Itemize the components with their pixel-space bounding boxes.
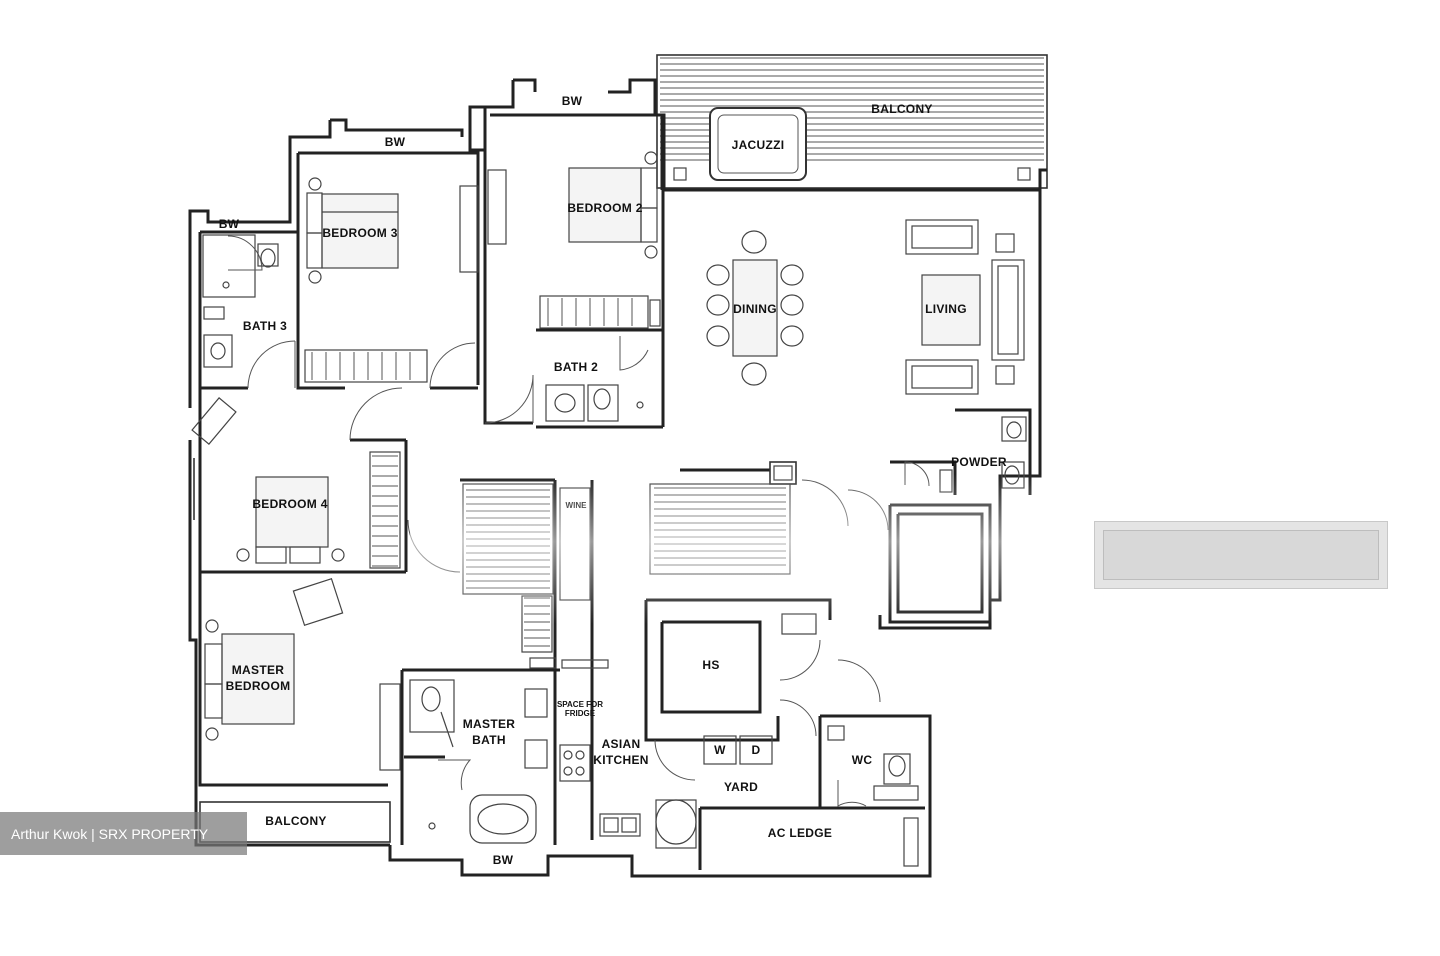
bath3-label: BATH 3 <box>243 319 287 333</box>
dining-label: DINING <box>733 302 777 316</box>
bedroom4-label: BEDROOM 4 <box>252 497 327 511</box>
kitchen-fixtures <box>521 487 641 837</box>
dining-furniture <box>706 230 804 386</box>
balcony-label-top: BALCONY <box>871 102 932 116</box>
fridge-label-2: FRIDGE <box>565 709 596 718</box>
top-balcony <box>656 54 1048 189</box>
watermark-text: Arthur Kwok | SRX PROPERTY <box>11 825 209 842</box>
yard-label: YARD <box>724 780 758 794</box>
asian-kitchen-label-1: ASIAN <box>602 737 641 751</box>
bw-label-top: BW <box>562 94 583 108</box>
bath2-fixtures <box>545 336 649 422</box>
master-bath-label-2: BATH <box>472 733 506 747</box>
master-bedroom-label-2: BEDROOM <box>226 679 291 693</box>
master-bedroom-label-1: MASTER <box>232 663 284 677</box>
balcony-label-bottom: BALCONY <box>265 814 326 828</box>
ac-ledge-label: AC LEDGE <box>768 826 832 840</box>
hs-label: HS <box>702 658 719 672</box>
bath2-label: BATH 2 <box>554 360 598 374</box>
living-furniture <box>905 219 1025 395</box>
master-bedroom-furniture <box>199 577 401 843</box>
bedroom4-furniture <box>191 396 401 569</box>
wc-label: WC <box>852 753 873 767</box>
powder-label: POWDER <box>951 455 1007 469</box>
bath3-fixtures <box>202 234 279 368</box>
jacuzzi-label: JACUZZI <box>732 138 785 152</box>
d-label: D <box>752 743 761 757</box>
blurred-stamp-inner <box>1103 530 1379 580</box>
master-bath-fixtures <box>404 679 548 844</box>
bw-label-bedroom3: BW <box>385 135 406 149</box>
asian-kitchen-label-2: KITCHEN <box>593 753 648 767</box>
master-bath-label-1: MASTER <box>463 717 515 731</box>
stair-area <box>462 483 791 595</box>
bedroom2-label: BEDROOM 2 <box>567 201 642 215</box>
bedroom2-furniture <box>487 151 661 329</box>
bedroom3-label: BEDROOM 3 <box>322 226 397 240</box>
bw-label-bath3: BW <box>219 217 240 231</box>
blurred-stamp <box>1094 521 1388 589</box>
bw-label-master-bath: BW <box>493 853 514 867</box>
outer-walls <box>188 78 1047 878</box>
fridge-label-1: SPACE FOR <box>557 700 603 709</box>
room-labels: BW BW BW BW BALCONY JACUZZI BEDROOM 3 BE… <box>219 94 1007 867</box>
bedroom3-furniture <box>304 177 479 383</box>
watermark: Arthur Kwok | SRX PROPERTY <box>0 812 247 855</box>
w-label: W <box>714 743 726 757</box>
wine-label: WINE <box>566 501 588 510</box>
living-label: LIVING <box>925 302 967 316</box>
